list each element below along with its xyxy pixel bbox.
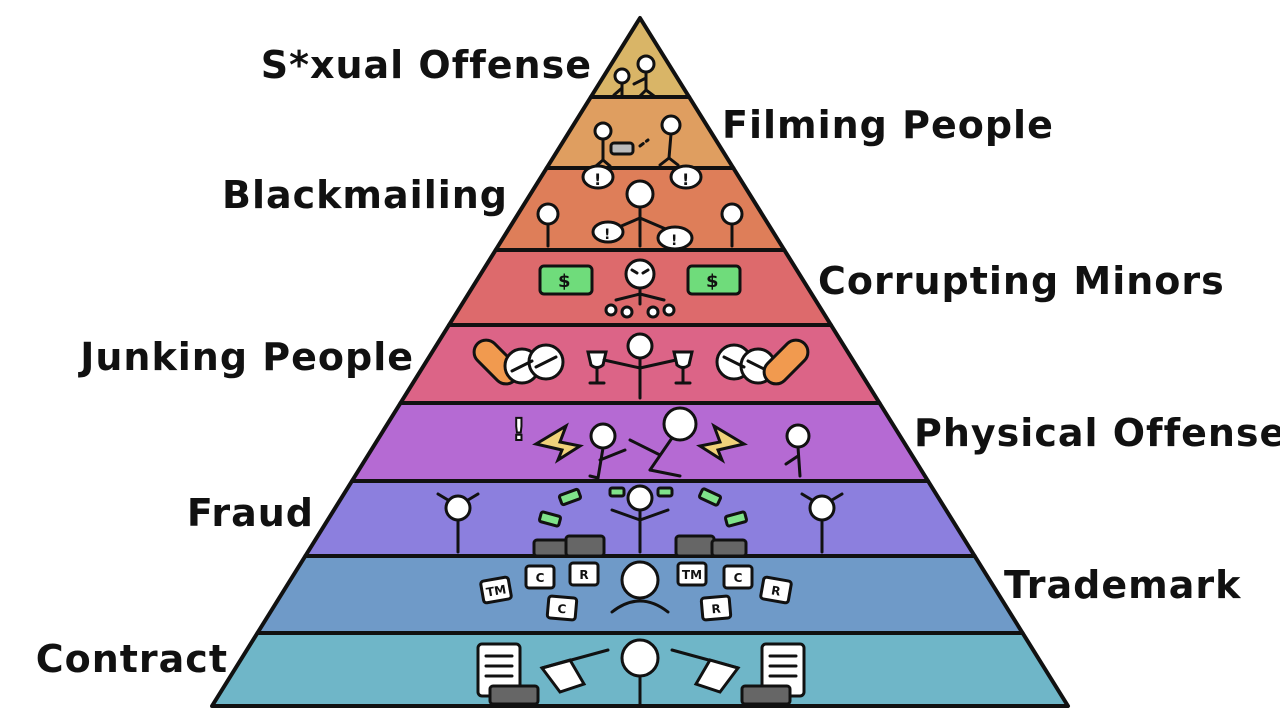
trademark-tag-text: C xyxy=(536,571,545,585)
trademark-tag-icon: TM xyxy=(479,575,513,605)
trademark-tag-text: TM xyxy=(682,568,702,582)
exclamation-glyph: ! xyxy=(512,413,526,448)
trademark-tag-text: C xyxy=(734,571,743,585)
trademark-tag-icon: C xyxy=(722,564,754,590)
physical-fight-scene-icon: ! xyxy=(511,406,811,480)
label-filming-people: Filming People xyxy=(722,103,1054,147)
trademark-tag-icon: C xyxy=(545,594,579,622)
alert-glyph: ! xyxy=(671,233,677,249)
label-corrupting-minors: Corrupting Minors xyxy=(818,259,1225,303)
trademark-tag-icon: C xyxy=(524,564,556,590)
trademark-tag-text: R xyxy=(711,602,721,617)
label-contract: Contract xyxy=(35,637,228,681)
trademark-tag-icon: TM xyxy=(676,561,708,587)
trademark-tag-text: R xyxy=(579,568,588,582)
sexual-offense-figures-icon xyxy=(612,54,656,98)
label-blackmailing: Blackmailing xyxy=(222,173,508,217)
junking-pills-drinks-icon xyxy=(472,332,810,400)
trademark-tags: TM C R TM C R C R xyxy=(479,561,793,622)
label-junking-people: Junking People xyxy=(80,335,414,379)
trademark-tag-text: C xyxy=(557,602,567,617)
tier-illustrations: ! ! ! ! $ $ xyxy=(436,54,844,706)
alert-glyph: ! xyxy=(682,170,689,189)
label-trademark: Trademark xyxy=(1004,563,1242,607)
trademark-tag-icon: R xyxy=(699,594,733,622)
trademark-tag-text: R xyxy=(770,583,782,598)
contract-scene-icon xyxy=(476,638,806,706)
trademark-tag-icon: R xyxy=(759,575,793,605)
trademark-tag-text: TM xyxy=(485,582,507,599)
alert-glyph: ! xyxy=(604,227,610,243)
corrupting-minors-scene-icon: $ $ xyxy=(538,258,742,319)
trademark-tag-icon: R xyxy=(568,561,600,587)
trademark-symbols-scene-icon: TM C R TM C R C R xyxy=(479,560,793,622)
label-sexual-offense: S*xual Offense xyxy=(260,43,592,87)
blackmail-scene-icon: ! ! ! ! xyxy=(536,164,744,251)
filming-camera-icon xyxy=(593,114,682,168)
dollar-glyph: $ xyxy=(558,271,571,292)
pyramid-tier-band xyxy=(349,401,931,483)
dollar-glyph: $ xyxy=(706,271,719,292)
label-fraud: Fraud xyxy=(186,491,314,535)
alert-glyph: ! xyxy=(594,170,601,189)
fraud-money-scene-icon xyxy=(436,484,844,558)
pyramid-tier-band xyxy=(544,95,736,170)
label-physical-offense: Physical Offense xyxy=(914,411,1280,455)
